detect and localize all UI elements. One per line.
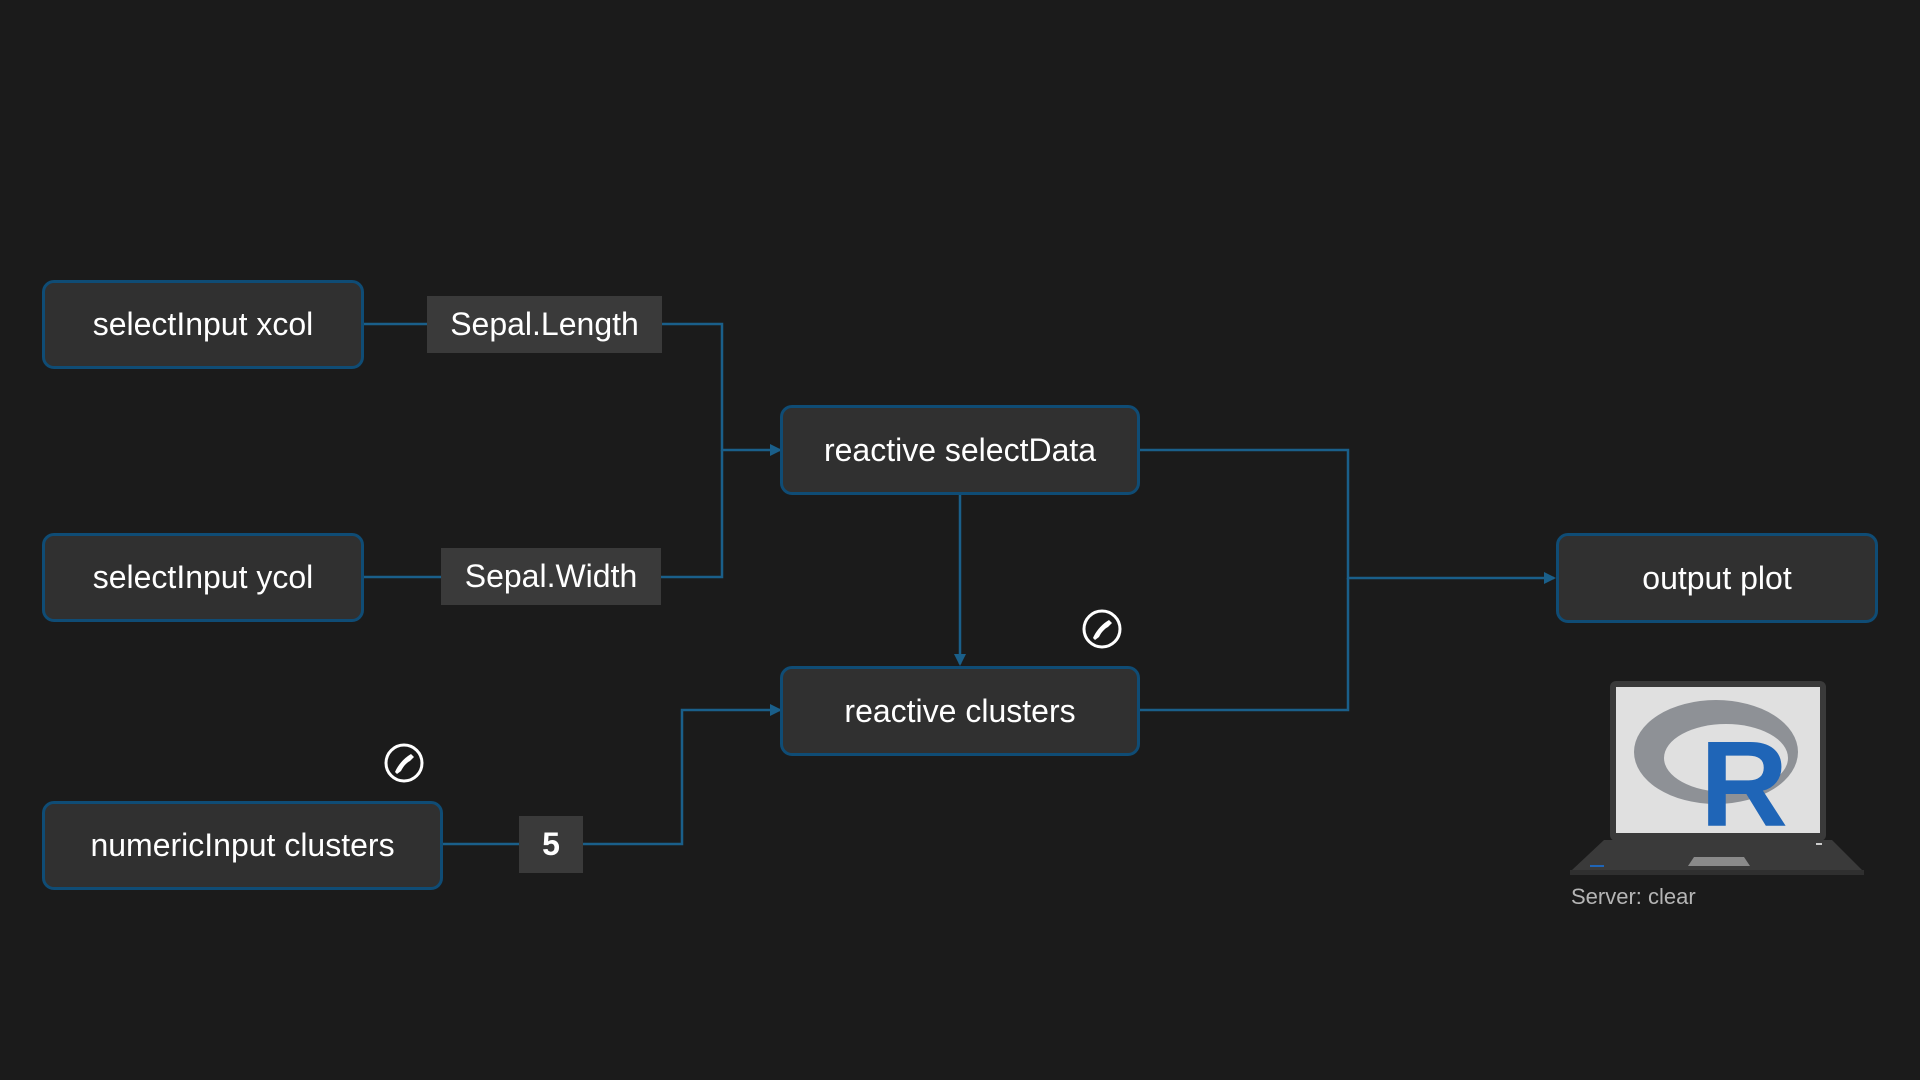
node-numeric-clusters[interactable]: numericInput clusters <box>42 801 443 890</box>
node-output-plot-label: output plot <box>1642 559 1792 596</box>
node-select-ycol[interactable]: selectInput ycol <box>42 533 364 622</box>
wire-selectdata-plot <box>1140 448 1556 584</box>
node-numeric-clusters-label: numericInput clusters <box>90 827 395 863</box>
node-reactive-clusters-label: reactive clusters <box>844 692 1076 729</box>
value-clusters-text: 5 <box>542 826 560 862</box>
node-reactive-clusters[interactable]: reactive clusters <box>780 666 1140 756</box>
phone-icon <box>1082 609 1122 649</box>
value-xcol-text: Sepal.Length <box>450 306 639 342</box>
server-status-label: Server: clear <box>1571 884 1696 909</box>
node-select-xcol-label: selectInput xcol <box>92 306 314 342</box>
server-laptop-icon: R <box>1570 681 1864 875</box>
phone-icon <box>384 743 424 783</box>
node-output-plot[interactable]: output plot <box>1556 533 1878 623</box>
node-select-ycol-label: selectInput ycol <box>92 559 314 595</box>
wire-clusters-plot <box>1140 578 1350 712</box>
wire-numeric <box>442 704 782 846</box>
value-ycol: Sepal.Width <box>441 548 661 605</box>
svg-text:R: R <box>1700 716 1788 852</box>
value-clusters: 5 <box>519 816 583 873</box>
r-logo: R <box>1634 700 1798 852</box>
node-select-xcol[interactable]: selectInput xcol <box>42 280 364 369</box>
node-reactive-selectdata-label: reactive selectData <box>823 431 1097 468</box>
value-ycol-text: Sepal.Width <box>464 558 638 594</box>
node-reactive-selectdata[interactable]: reactive selectData <box>780 405 1140 495</box>
value-xcol: Sepal.Length <box>427 296 662 353</box>
